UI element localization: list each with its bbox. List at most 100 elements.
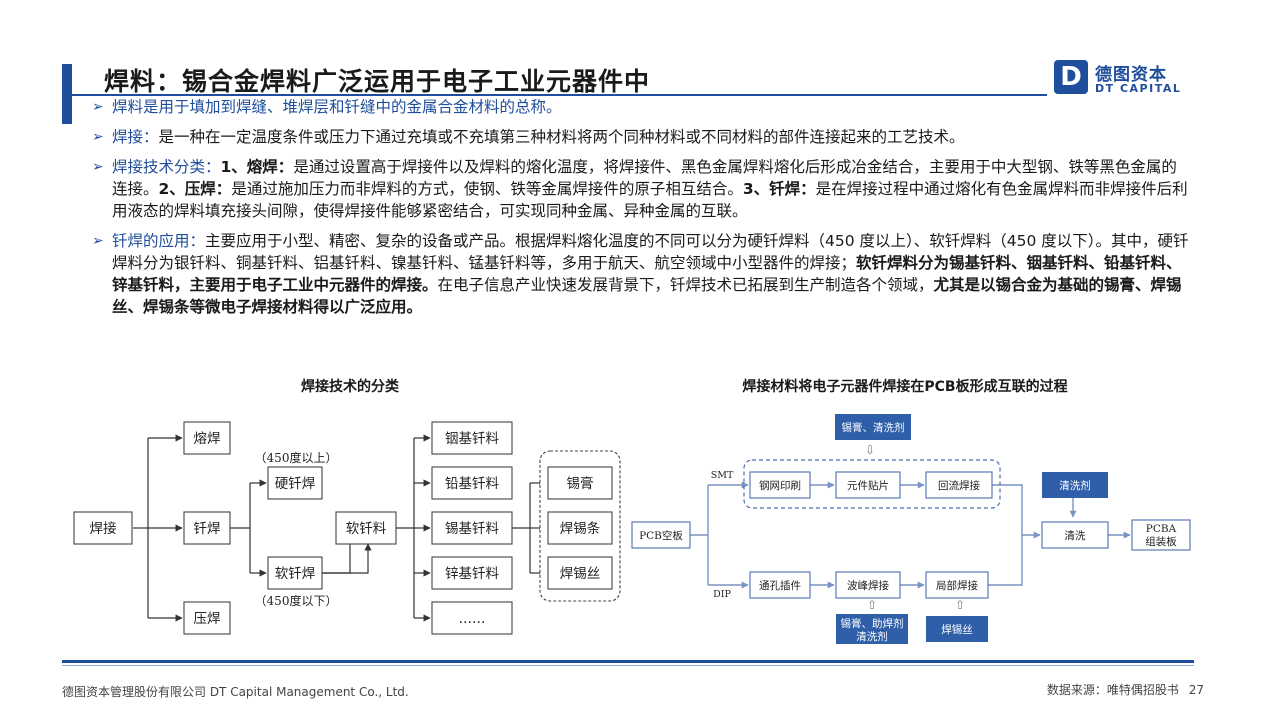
clean-agent-label: 清洗剂	[1059, 479, 1091, 492]
p1-text: 焊料是用于填加到焊缝、堆焊层和钎缝中的金属合金材料的总称。	[112, 98, 562, 116]
footer-company: 德图资本管理股份有限公司 DT Capital Management Co., …	[62, 685, 409, 699]
dip-input-box-1	[836, 614, 908, 644]
smt-label: SMT	[711, 470, 734, 481]
product-label-2: 焊锡条	[560, 520, 601, 537]
dip-step-label-2: 波峰焊接	[847, 579, 889, 592]
footer-rule-thin	[62, 665, 1194, 666]
up-arrow-dip-icon-1: ⇧	[867, 598, 877, 612]
node-brazing	[183, 511, 231, 545]
bullet-arrow-icon: ➢	[92, 159, 104, 175]
node-material-1	[431, 421, 513, 455]
clean-label: 清洗	[1065, 529, 1087, 542]
output-node	[1131, 519, 1191, 551]
node-fusion	[183, 421, 231, 455]
smt-step-label-2: 元件贴片	[847, 479, 889, 492]
company-logo: D 德图资本 DT CAPITAL	[1054, 60, 1194, 100]
dip-step-label-1: 通孔插件	[759, 579, 801, 592]
dip-input-label-1a: 锡膏、助焊剂	[841, 617, 904, 630]
dip-step-label-3: 局部焊接	[936, 579, 978, 592]
node-soft	[267, 556, 323, 590]
smt-input-box	[835, 414, 911, 440]
p3-bold-1: 1、熔焊：	[220, 158, 294, 176]
clean-node	[1041, 521, 1109, 549]
p3-text-1: 是通过设置高于焊接件以及焊料的熔化温度，将焊接件、黑色金属焊料熔化后形成冶金结合…	[112, 158, 1177, 198]
dip-input-label-1b: 清洗剂	[856, 630, 888, 643]
p3-bold-2: 2、压焊：	[158, 180, 232, 198]
smt-step-label-1: 钢网印刷	[759, 479, 801, 492]
title-underline	[62, 94, 1047, 96]
material-label-5: ……	[459, 611, 486, 627]
smt-step-3	[925, 471, 993, 499]
bullet-arrow-icon: ➢	[92, 99, 104, 115]
node-product-3	[547, 556, 613, 590]
paragraph-3: ➢ 焊接技术分类：1、熔焊：是通过设置高于焊接件以及焊料的熔化温度，将焊接件、黑…	[92, 156, 1192, 222]
output-label-2: 组装板	[1145, 535, 1177, 548]
material-label-3: 锡基钎料	[445, 520, 499, 537]
right-diagram-caption: 焊接材料将电子元器件焊接在PCB板形成互联的过程	[742, 379, 1068, 395]
p3-label: 焊接技术分类：	[112, 158, 221, 176]
material-label-2: 铅基钎料	[445, 475, 499, 492]
node-soft-material	[335, 511, 397, 545]
node-pressure	[183, 601, 231, 635]
p2-text: 是一种在一定温度条件或压力下通过充填或不充填第三种材料将两个同种材料或不同材料的…	[158, 128, 965, 146]
smt-step-2	[835, 471, 901, 499]
soft-label: 软钎焊	[275, 566, 316, 582]
smt-group	[743, 459, 1001, 509]
logo-mark: D	[1054, 60, 1088, 94]
product-label-3: 焊锡丝	[560, 566, 601, 582]
p3-text-2: 是通过施加压力而非焊料的方式，使钢、铁等金属焊接件的原子相互结合。	[231, 180, 743, 198]
p2-label: 焊接：	[112, 128, 159, 146]
node-material-4	[431, 556, 513, 590]
pcb-label: PCB空板	[639, 529, 683, 542]
left-diagram-caption: 焊接技术的分类	[301, 379, 399, 395]
p4-text-2: 在电子信息产业快速发展背景下，钎焊技术已拓展到生产制造各个领域，	[437, 276, 934, 294]
pcb-node	[631, 521, 691, 549]
hard-note: （450度以上）	[255, 450, 338, 465]
clean-agent-box	[1042, 472, 1108, 498]
p4-bold-2: 尤其是以锡合金为基础的锡膏、焊锡丝、焊锡条等微电子焊接材料得以广泛应用。	[112, 276, 1182, 316]
material-label-4: 锌基钎料	[445, 565, 499, 582]
body-text: ➢ 焊料是用于填加到焊缝、堆焊层和钎缝中的金属合金材料的总称。 ➢ 焊接：是一种…	[92, 96, 1192, 326]
paragraph-1: ➢ 焊料是用于填加到焊缝、堆焊层和钎缝中的金属合金材料的总称。	[92, 96, 1192, 118]
dip-label: DIP	[713, 589, 731, 600]
smt-input-label: 锡膏、清洗剂	[842, 421, 905, 434]
node-material-5	[431, 601, 513, 635]
smt-step-1	[749, 471, 811, 499]
page-title: 焊料：锡合金焊料广泛运用于电子工业元器件中	[104, 67, 651, 96]
node-material-2	[431, 466, 513, 500]
product-label-1: 锡膏	[567, 475, 594, 492]
node-product-1	[547, 466, 613, 500]
page-number: 27	[1188, 683, 1204, 697]
footer-right: 数据来源：唯特偶招股书 27	[1047, 681, 1204, 698]
hard-label: 硬钎焊	[275, 476, 316, 492]
level1-label-1: 熔焊	[194, 431, 221, 447]
soft-material-label: 软钎料	[346, 521, 387, 537]
dip-step-2	[835, 571, 901, 599]
material-label-1: 铟基钎料	[445, 430, 499, 447]
node-root	[73, 511, 133, 545]
paragraph-2: ➢ 焊接：是一种在一定温度条件或压力下通过充填或不充填第三种材料将两个同种材料或…	[92, 126, 1192, 148]
root-label: 焊接	[90, 520, 117, 537]
footer-source: 数据来源：唯特偶招股书	[1046, 683, 1179, 697]
level1-label-2: 钎焊	[194, 521, 221, 537]
dip-input-label-2: 焊锡丝	[941, 623, 973, 636]
dip-step-3	[925, 571, 989, 599]
node-material-3	[431, 511, 513, 545]
bullet-arrow-icon: ➢	[92, 233, 104, 249]
p4-bold-1: 软钎焊料分为锡基钎料、铟基钎料、铅基钎料、锌基钎料，主要用于电子工业中元器件的焊…	[112, 254, 1182, 294]
node-product-2	[547, 511, 613, 545]
paragraph-4: ➢ 钎焊的应用：主要应用于小型、精密、复杂的设备或产品。根据焊料熔化温度的不同可…	[92, 230, 1192, 318]
p4-text-1: 主要应用于小型、精密、复杂的设备或产品。根据焊料熔化温度的不同可以分为硬钎焊料（…	[112, 232, 1189, 272]
bullet-arrow-icon: ➢	[92, 129, 104, 145]
pcb-process-diagram: ⇩ ⇧ ⇧ PCB空板 SMT DIP 钢网印刷 元件贴片 回流焊接 通孔插件 …	[631, 414, 1191, 644]
up-arrow-dip-icon-2: ⇧	[955, 598, 965, 612]
logo-en: DT CAPITAL	[1095, 82, 1182, 95]
output-label-1: PCBA	[1146, 523, 1177, 535]
smt-step-label-3: 回流焊接	[938, 479, 980, 492]
soft-note: （450度以下）	[255, 593, 338, 608]
welding-classification-diagram: 焊接 熔焊 钎焊 压焊 硬钎焊 软钎焊 （450度以上） （450度以下） 软钎…	[73, 421, 621, 635]
footer-rule	[62, 660, 1194, 663]
logo-cn: 德图资本	[1095, 65, 1167, 85]
down-arrow-smt-icon: ⇩	[865, 443, 875, 457]
p4-label: 钎焊的应用：	[112, 232, 206, 250]
